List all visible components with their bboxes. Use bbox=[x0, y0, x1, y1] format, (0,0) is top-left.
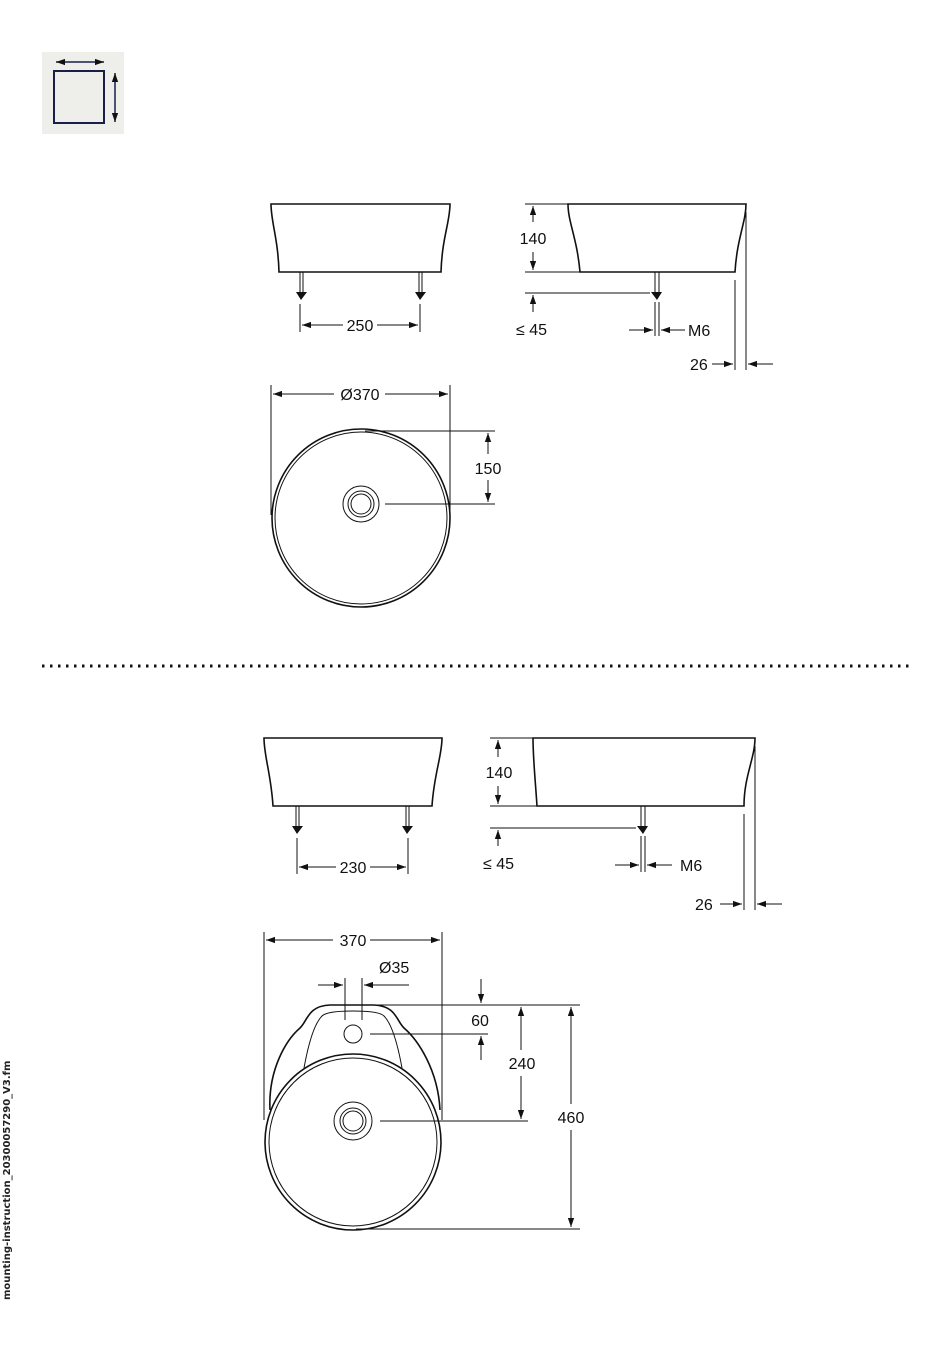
model-a-diameter: Ø370 bbox=[340, 387, 379, 404]
dimensions-square-icon bbox=[42, 52, 124, 134]
model-b-tap-hole-diameter: Ø35 bbox=[379, 960, 409, 977]
model-b-offset: 26 bbox=[695, 897, 713, 914]
model-b-height: 140 bbox=[486, 765, 513, 782]
model-a-bolt-spacing: 250 bbox=[347, 318, 374, 335]
model-a-offset: 26 bbox=[690, 357, 708, 374]
model-b-bolt-spacing: 230 bbox=[340, 860, 367, 877]
model-b-top-view: 370 Ø35 60 240 460 bbox=[264, 932, 584, 1230]
model-a-bolt-length: ≤ 45 bbox=[516, 322, 547, 339]
model-b-front-view: 230 bbox=[264, 738, 442, 877]
model-b-side-view: 140 ≤ 45 M6 26 bbox=[483, 738, 782, 914]
model-a-thread: M6 bbox=[688, 323, 710, 340]
model-b-thread: M6 bbox=[680, 858, 702, 875]
model-b-tap-offset: 60 bbox=[471, 1013, 489, 1030]
footer-filename: mounting-instruction_20300057290_V3.fm bbox=[2, 1060, 22, 1300]
model-b-drain-offset: 240 bbox=[509, 1056, 536, 1073]
model-a-top-view: Ø370 150 bbox=[271, 385, 501, 607]
model-b-bolt-length: ≤ 45 bbox=[483, 856, 514, 873]
model-a-side-view: 140 ≤ 45 M6 26 bbox=[516, 204, 773, 374]
model-b-depth: 460 bbox=[558, 1110, 585, 1127]
model-b-width: 370 bbox=[340, 933, 367, 950]
model-a-drain-offset: 150 bbox=[475, 461, 502, 478]
model-a-height: 140 bbox=[520, 231, 547, 248]
model-a-front-view: 250 bbox=[271, 204, 450, 335]
